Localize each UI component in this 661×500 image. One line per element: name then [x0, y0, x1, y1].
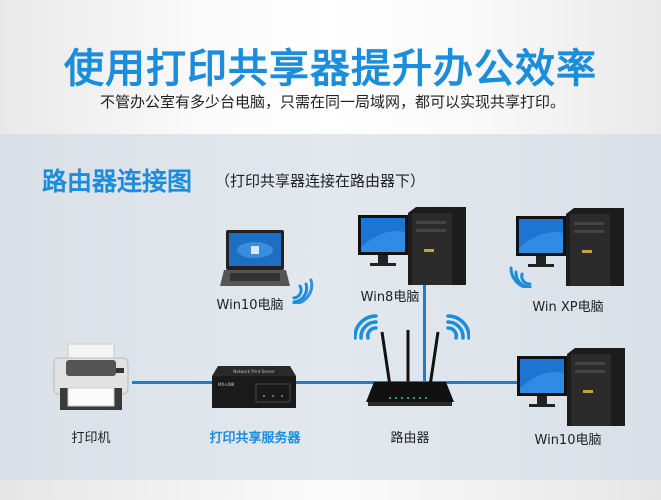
- wifi-signal-icon: [290, 278, 314, 308]
- header-banner: 使用打印共享器提升办公效率 不管办公室有多少台电脑，只需在同一局域网，都可以实现…: [0, 0, 661, 134]
- desktop-win8-label: Win8电脑: [360, 290, 420, 305]
- desktop-winxp-label: Win XP电脑: [532, 300, 604, 315]
- section-note: （打印共享器连接在路由器下）: [215, 172, 426, 190]
- svg-text:Network Print Server: Network Print Server: [233, 369, 275, 374]
- printer-label: 打印机: [71, 431, 111, 446]
- page-subtitle: 不管办公室有多少台电脑，只需在同一局域网，都可以实现共享打印。: [100, 93, 566, 111]
- desktop-icon: [513, 348, 628, 428]
- print-server-icon: Network Print Server MX-LINK: [210, 362, 298, 412]
- laptop-icon: [220, 228, 290, 288]
- printer-icon: [52, 342, 130, 414]
- page-title: 使用打印共享器提升办公效率: [64, 46, 597, 92]
- desktop-icon: [512, 208, 627, 288]
- wifi-signal-icon: [440, 314, 471, 348]
- wired-link-win8-router: [423, 270, 426, 382]
- diagram-panel: [0, 134, 661, 480]
- section-title: 路由器连接图: [42, 167, 193, 196]
- desktop-win10-label: Win10电脑: [534, 433, 602, 448]
- wifi-signal-icon: [508, 262, 534, 292]
- router-icon: [360, 330, 460, 410]
- router-label: 路由器: [390, 431, 430, 446]
- desktop-icon: [354, 207, 469, 287]
- wifi-signal-icon: [353, 314, 384, 348]
- laptop-win10-label: Win10电脑: [216, 298, 284, 313]
- wired-link-horizontal: [132, 381, 517, 384]
- print-server-label: 打印共享服务器: [209, 431, 301, 446]
- footer-strip: [0, 480, 661, 500]
- svg-text:MX-LINK: MX-LINK: [218, 382, 235, 387]
